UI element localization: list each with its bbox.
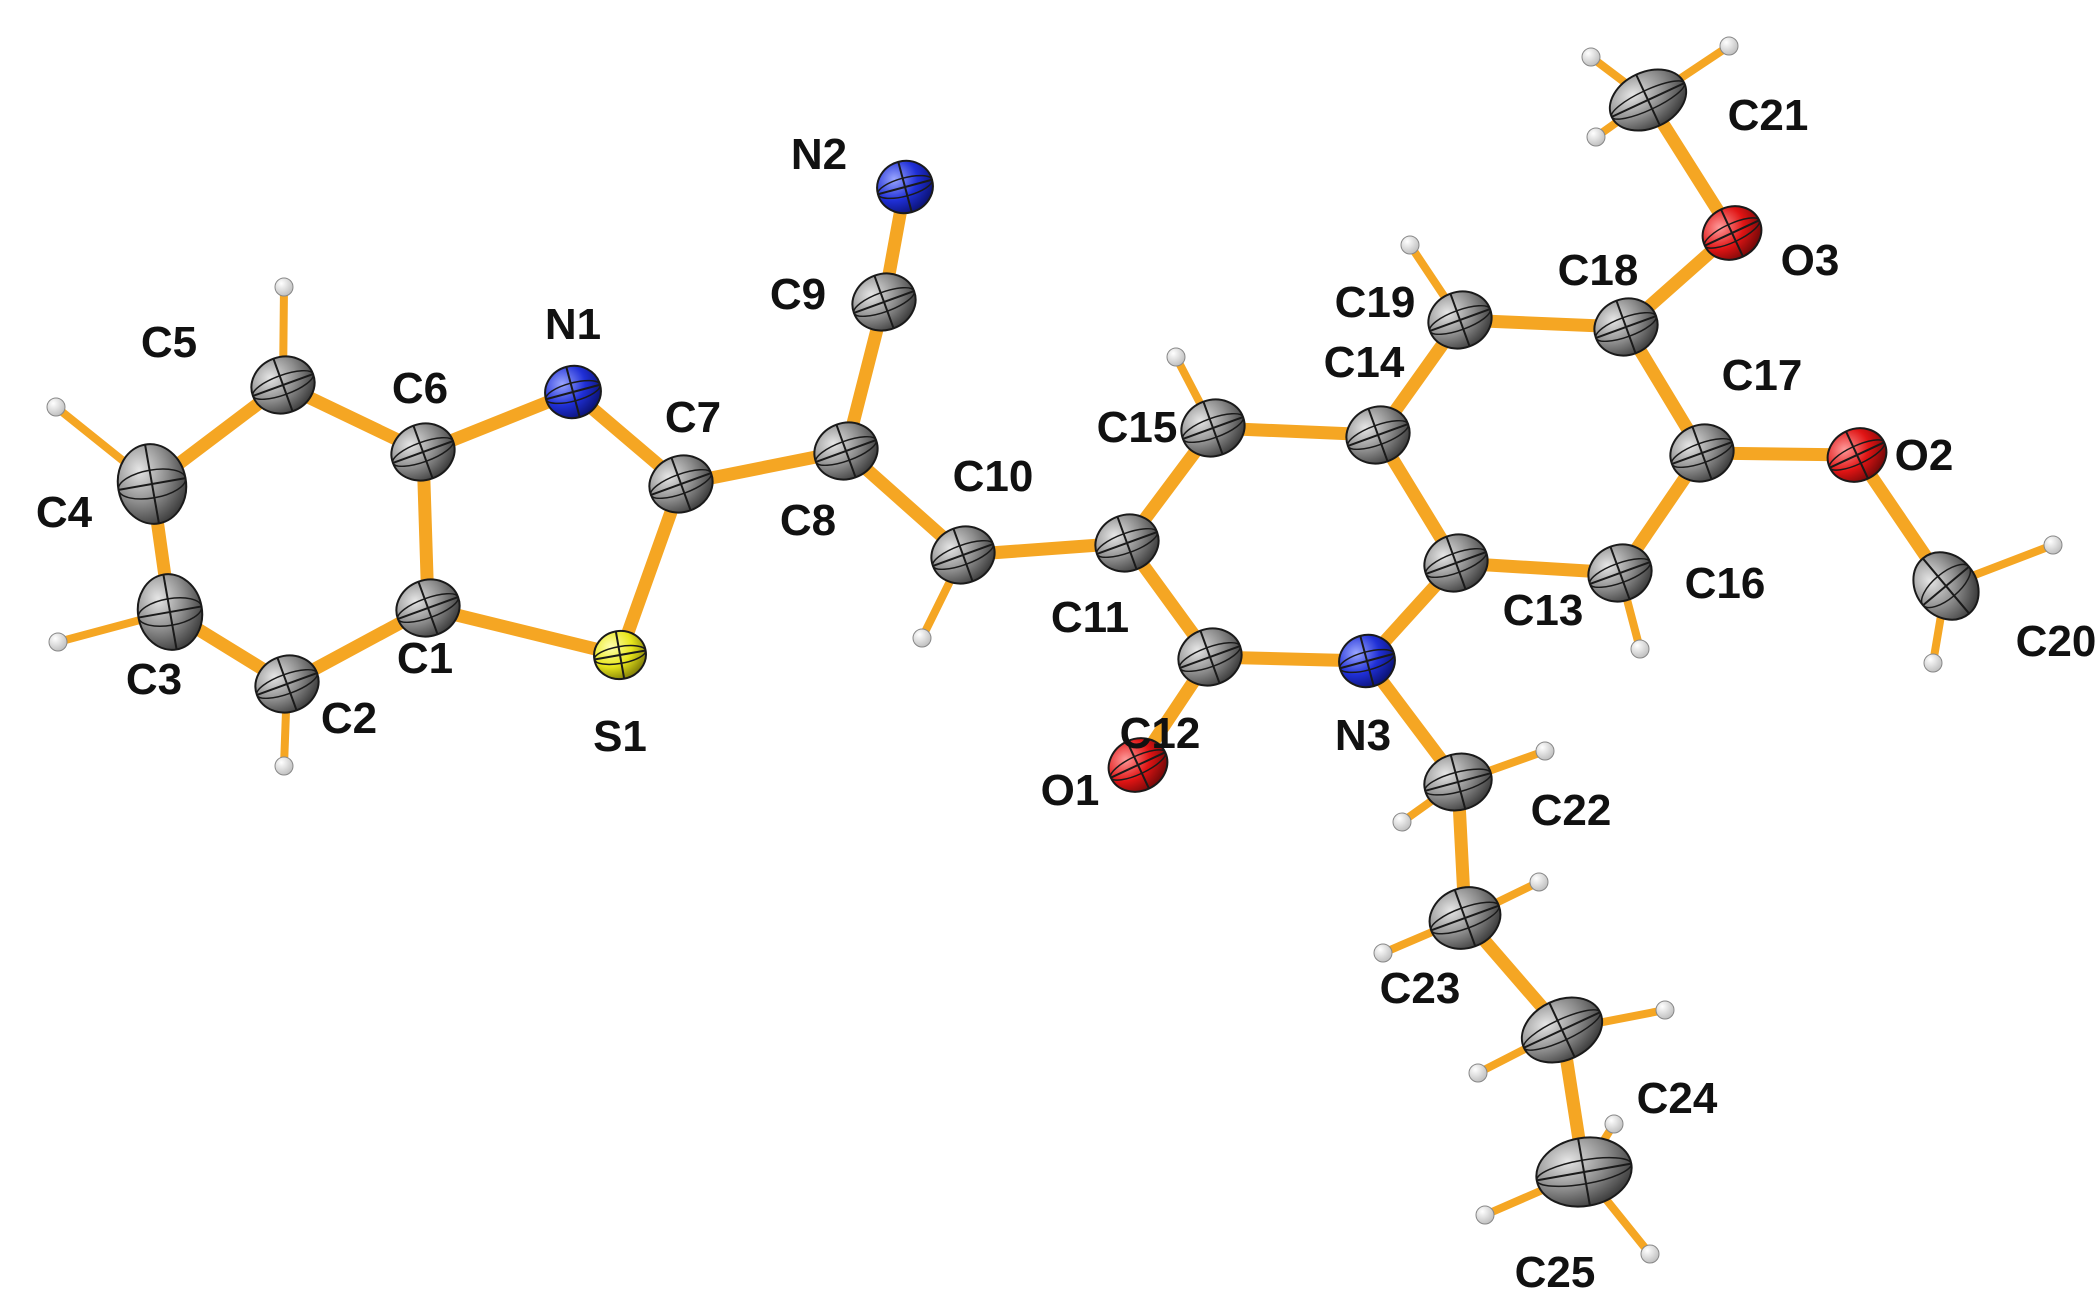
hydrogen-atom-C10-4: [912, 628, 932, 648]
atom-C3: [136, 573, 204, 651]
atom-C16: [1587, 543, 1653, 603]
atom-label-C23: C23: [1380, 964, 1461, 1013]
hydrogen-atom-C24-19: [1655, 1000, 1675, 1020]
hydrogen-atom-C15-5: [1166, 347, 1186, 367]
atom-label-C24: C24: [1637, 1074, 1718, 1123]
atom-C19: [1427, 290, 1493, 350]
hydrogen-atom-C22-14: [1392, 812, 1412, 832]
hydrogen-atom-C2-3: [274, 756, 294, 776]
atom-label-C12: C12: [1120, 709, 1201, 758]
atom-C6: [390, 422, 456, 482]
atom-label-N1: N1: [545, 300, 601, 349]
hydrogen-atom-C25-20: [1475, 1205, 1495, 1225]
hydrogen-atom-C20-13: [1923, 653, 1943, 673]
atom-label-C21: C21: [1728, 91, 1809, 140]
atom-label-C18: C18: [1558, 246, 1639, 295]
atom-C8: [813, 421, 879, 481]
atom-label-C22: C22: [1531, 786, 1612, 835]
atom-label-N3: N3: [1335, 711, 1391, 760]
atom-C22: [1423, 752, 1493, 812]
atom-label-C3: C3: [126, 655, 182, 704]
hydrogen-atom-C16-7: [1630, 639, 1650, 659]
hydrogen-atom-C3-2: [48, 632, 68, 652]
atom-label-C17: C17: [1722, 351, 1803, 400]
atom-C9: [851, 272, 917, 332]
atom-O1: [1107, 737, 1169, 793]
atom-C4: [116, 443, 188, 525]
atom-label-C13: C13: [1503, 586, 1584, 635]
hydrogen-atom-C25-21: [1604, 1114, 1624, 1134]
atom-label-O2: O2: [1895, 431, 1954, 480]
atom-C12: [1177, 627, 1243, 687]
hydrogen-atom-C19-6: [1400, 235, 1420, 255]
atom-C24: [1520, 996, 1604, 1064]
hydrogen-atom-C20-12: [2043, 535, 2063, 555]
atom-C5: [250, 355, 316, 415]
hydrogen-atom-C21-9: [1719, 36, 1739, 56]
atom-C23: [1428, 886, 1502, 950]
atom-label-O1: O1: [1041, 766, 1100, 815]
atom-C20: [1912, 551, 1980, 621]
hydrogen-atom-C5-0: [274, 277, 294, 297]
atom-C10: [930, 525, 996, 585]
atom-label-C20: C20: [2016, 617, 2097, 666]
atom-C25: [1535, 1136, 1633, 1208]
atom-label-C2: C2: [321, 694, 377, 743]
atom-label-C6: C6: [392, 364, 448, 413]
hydrogen-atom-C25-22: [1640, 1244, 1660, 1264]
hydrogen-atom-C23-17: [1529, 872, 1549, 892]
atom-C1: [395, 578, 461, 638]
atom-C17: [1669, 423, 1735, 483]
atom-N1: [544, 364, 602, 420]
atom-label-C11: C11: [1051, 593, 1129, 642]
atom-label-C15: C15: [1097, 403, 1178, 452]
atom-C15: [1180, 398, 1246, 458]
hydrogen-atom-C21-10: [1586, 127, 1606, 147]
atom-label-C9: C9: [770, 270, 826, 319]
atom-label-S1: S1: [593, 712, 647, 761]
atom-S1: [593, 629, 647, 681]
hydrogen-atom-C23-16: [1373, 943, 1393, 963]
hydrogen-atom-C22-15: [1535, 741, 1555, 761]
hydrogen-atom-C24-18: [1468, 1063, 1488, 1083]
atom-label-C7: C7: [665, 393, 721, 442]
atom-label-C1: C1: [397, 634, 453, 683]
atom-C13: [1423, 533, 1489, 593]
atom-C7: [648, 454, 714, 514]
hydrogen-atom-C4-1: [46, 397, 66, 417]
atom-N3: [1338, 633, 1396, 689]
atom-C21: [1608, 68, 1688, 132]
atom-label-C19: C19: [1335, 278, 1416, 327]
atom-layer: [116, 68, 1980, 1208]
atom-label-O3: O3: [1781, 236, 1840, 285]
atom-O2: [1826, 427, 1888, 483]
atom-C14: [1345, 405, 1411, 465]
atom-label-C25: C25: [1515, 1248, 1596, 1297]
atom-O3: [1701, 205, 1763, 261]
atom-label-C16: C16: [1685, 559, 1766, 608]
atom-C18: [1593, 297, 1659, 357]
atom-label-C14: C14: [1324, 338, 1405, 387]
bond-S1-C1: [421, 601, 627, 662]
atom-label-C10: C10: [953, 452, 1034, 501]
atom-label-N2: N2: [791, 130, 847, 179]
atom-N2: [876, 159, 934, 215]
hydrogen-atom-C21-8: [1581, 47, 1601, 67]
atom-label-C5: C5: [141, 318, 197, 367]
atom-C2: [254, 654, 320, 714]
label-layer: C1C2C3C4C5C6C7C8C9C10C11C12C13C14C15C16C…: [36, 91, 2096, 1297]
atom-C11: [1094, 513, 1160, 573]
atom-label-C8: C8: [780, 496, 836, 545]
atom-label-C4: C4: [36, 488, 93, 537]
